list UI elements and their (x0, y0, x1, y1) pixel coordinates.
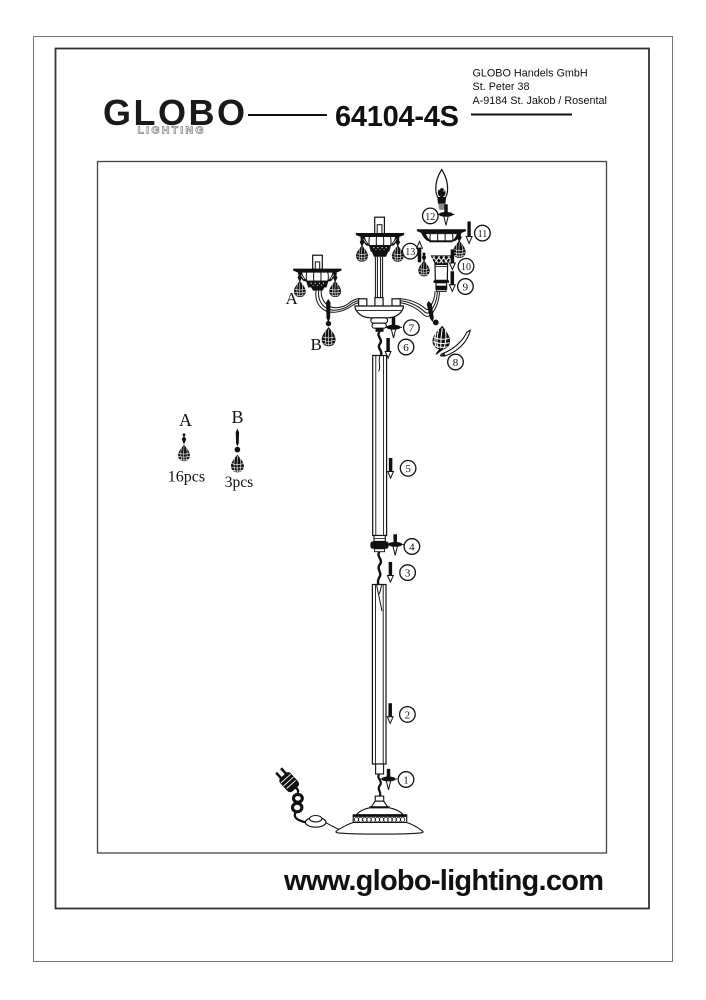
svg-text:12: 12 (425, 212, 435, 223)
svg-text:4: 4 (409, 541, 415, 553)
svg-text:6: 6 (403, 342, 409, 354)
svg-text:8: 8 (453, 357, 459, 369)
svg-text:A: A (179, 410, 192, 430)
svg-text:11: 11 (478, 229, 488, 240)
svg-text:A: A (286, 289, 299, 308)
svg-text:64104-4S: 64104-4S (335, 101, 459, 133)
svg-text:1: 1 (403, 774, 409, 786)
svg-text:13: 13 (405, 247, 415, 258)
svg-text:2: 2 (405, 709, 411, 721)
svg-text:7: 7 (409, 323, 415, 335)
svg-text:B: B (232, 407, 244, 427)
svg-text:St. Peter 38: St. Peter 38 (473, 81, 530, 93)
svg-text:GLOBO Handels GmbH: GLOBO Handels GmbH (473, 67, 588, 79)
svg-text:3pcs: 3pcs (225, 474, 253, 491)
svg-text:5: 5 (405, 463, 411, 475)
svg-text:9: 9 (463, 281, 469, 293)
svg-text:www.globo-lighting.com: www.globo-lighting.com (283, 865, 604, 897)
svg-text:10: 10 (461, 262, 471, 273)
svg-text:B: B (311, 335, 322, 354)
svg-text:GLOBO: GLOBO (103, 92, 245, 133)
svg-text:A-9184 St. Jakob / Rosental: A-9184 St. Jakob / Rosental (473, 95, 607, 107)
svg-text:16pcs: 16pcs (168, 469, 205, 486)
svg-text:3: 3 (405, 568, 411, 580)
